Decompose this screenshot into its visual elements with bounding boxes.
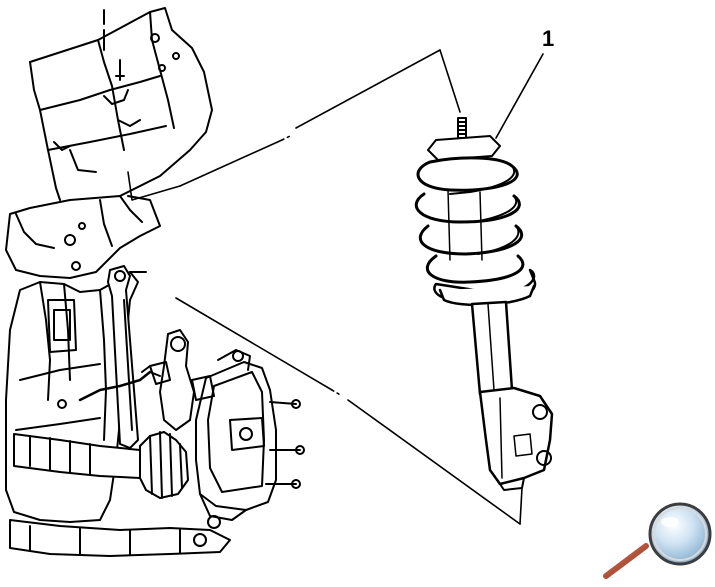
lower-control-arm: [9, 519, 231, 557]
zoom-button[interactable]: [596, 496, 714, 580]
axle-shaft: [13, 431, 189, 499]
fender-apron: [5, 7, 213, 279]
brake-hose: [78, 370, 161, 402]
callout-leader: [495, 53, 544, 139]
magnifier-icon[interactable]: [596, 496, 714, 580]
leader-lines: [127, 49, 523, 525]
steering-knuckle: [141, 329, 195, 431]
stabilizer-link: [107, 265, 147, 449]
strut-assembly: [414, 117, 554, 491]
callout-label-1: 1: [542, 26, 555, 51]
brake-caliper: [191, 349, 305, 529]
